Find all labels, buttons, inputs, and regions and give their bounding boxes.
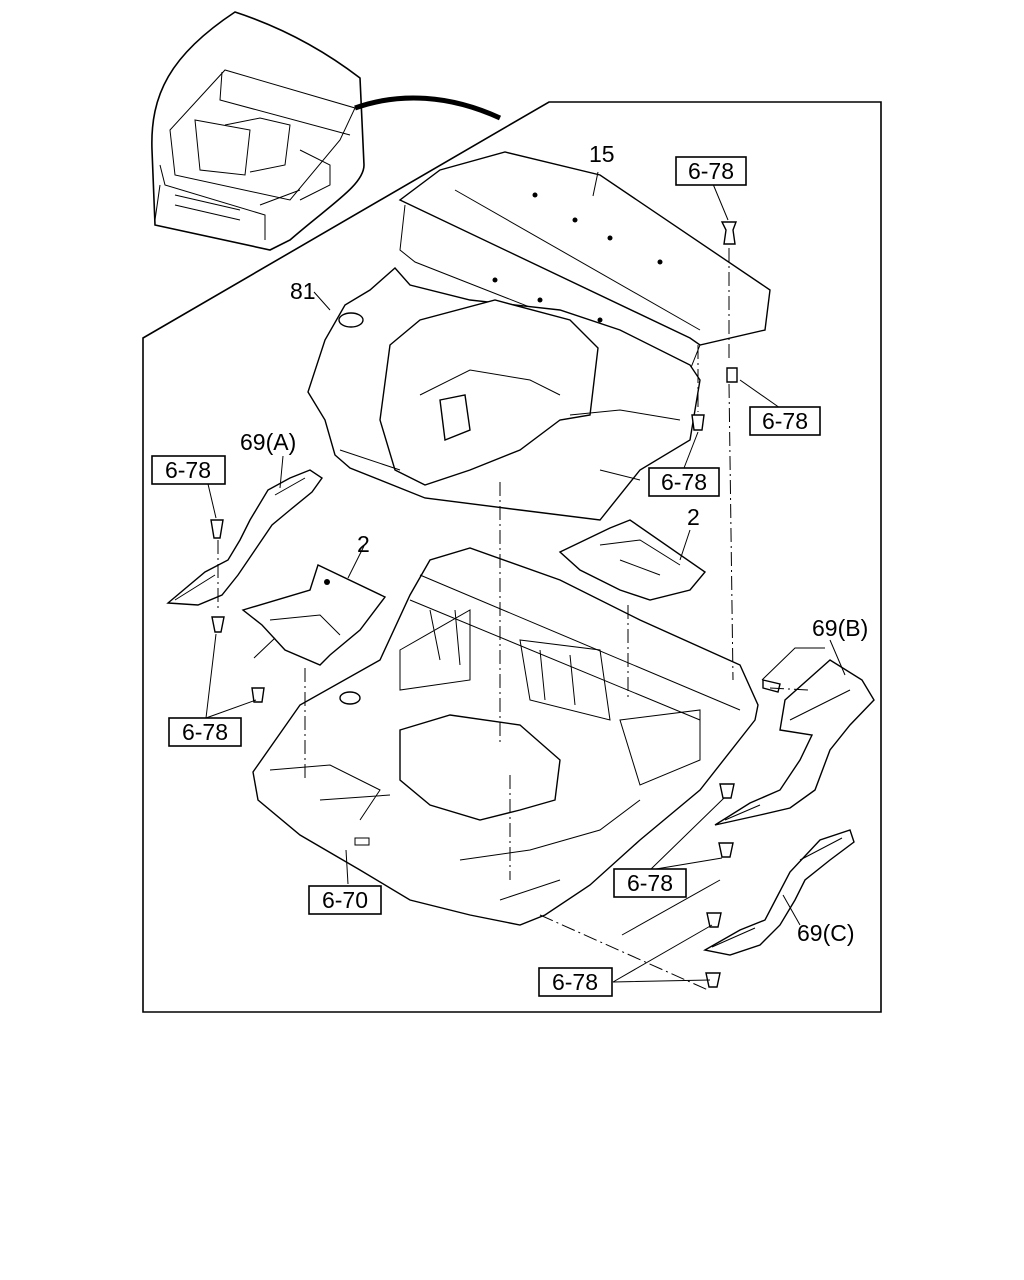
diagram-frame xyxy=(142,101,882,1013)
ref-box-4: 6-78 xyxy=(151,455,226,485)
ref-box-3: 6-78 xyxy=(648,467,720,497)
svg-text:6-78: 6-78 xyxy=(627,870,673,896)
label-2-left: 2 xyxy=(357,531,370,557)
leader-lines xyxy=(205,171,846,983)
ref-box-7: 6-78 xyxy=(538,967,613,997)
svg-text:6-70: 6-70 xyxy=(322,887,368,913)
label-69c: 69(C) xyxy=(797,920,855,946)
part-81-cover xyxy=(307,267,701,521)
scuff-plate-69b xyxy=(714,659,875,826)
svg-text:6-78: 6-78 xyxy=(182,719,228,745)
ref-box-6: 6-78 xyxy=(613,868,687,898)
ref-box-8: 6-70 xyxy=(308,885,382,915)
svg-text:6-78: 6-78 xyxy=(165,457,211,483)
part-2-right-plate xyxy=(558,519,707,601)
svg-text:6-78: 6-78 xyxy=(552,969,598,995)
part-2-left-plate xyxy=(241,564,387,666)
label-81: 81 xyxy=(290,278,316,304)
floor-panel-6-70 xyxy=(252,547,759,926)
guide-lines xyxy=(217,248,809,991)
ref-box-1: 6-78 xyxy=(675,156,747,186)
svg-text:6-78: 6-78 xyxy=(688,158,734,184)
part-15-panel xyxy=(398,151,771,371)
label-15: 15 xyxy=(589,141,615,167)
clip-icon xyxy=(210,221,781,988)
label-2-right: 2 xyxy=(687,504,700,530)
label-69a: 69(A) xyxy=(240,429,296,455)
scuff-plate-69c xyxy=(703,829,855,956)
scuff-plate-69a xyxy=(166,469,323,606)
ref-box-2: 6-78 xyxy=(749,406,821,436)
svg-text:6-78: 6-78 xyxy=(762,408,808,434)
ref-box-5: 6-78 xyxy=(168,717,242,747)
vehicle-inset xyxy=(151,11,502,251)
label-69b: 69(B) xyxy=(812,615,868,641)
svg-text:6-78: 6-78 xyxy=(661,469,707,495)
inset-pointer xyxy=(354,95,502,121)
